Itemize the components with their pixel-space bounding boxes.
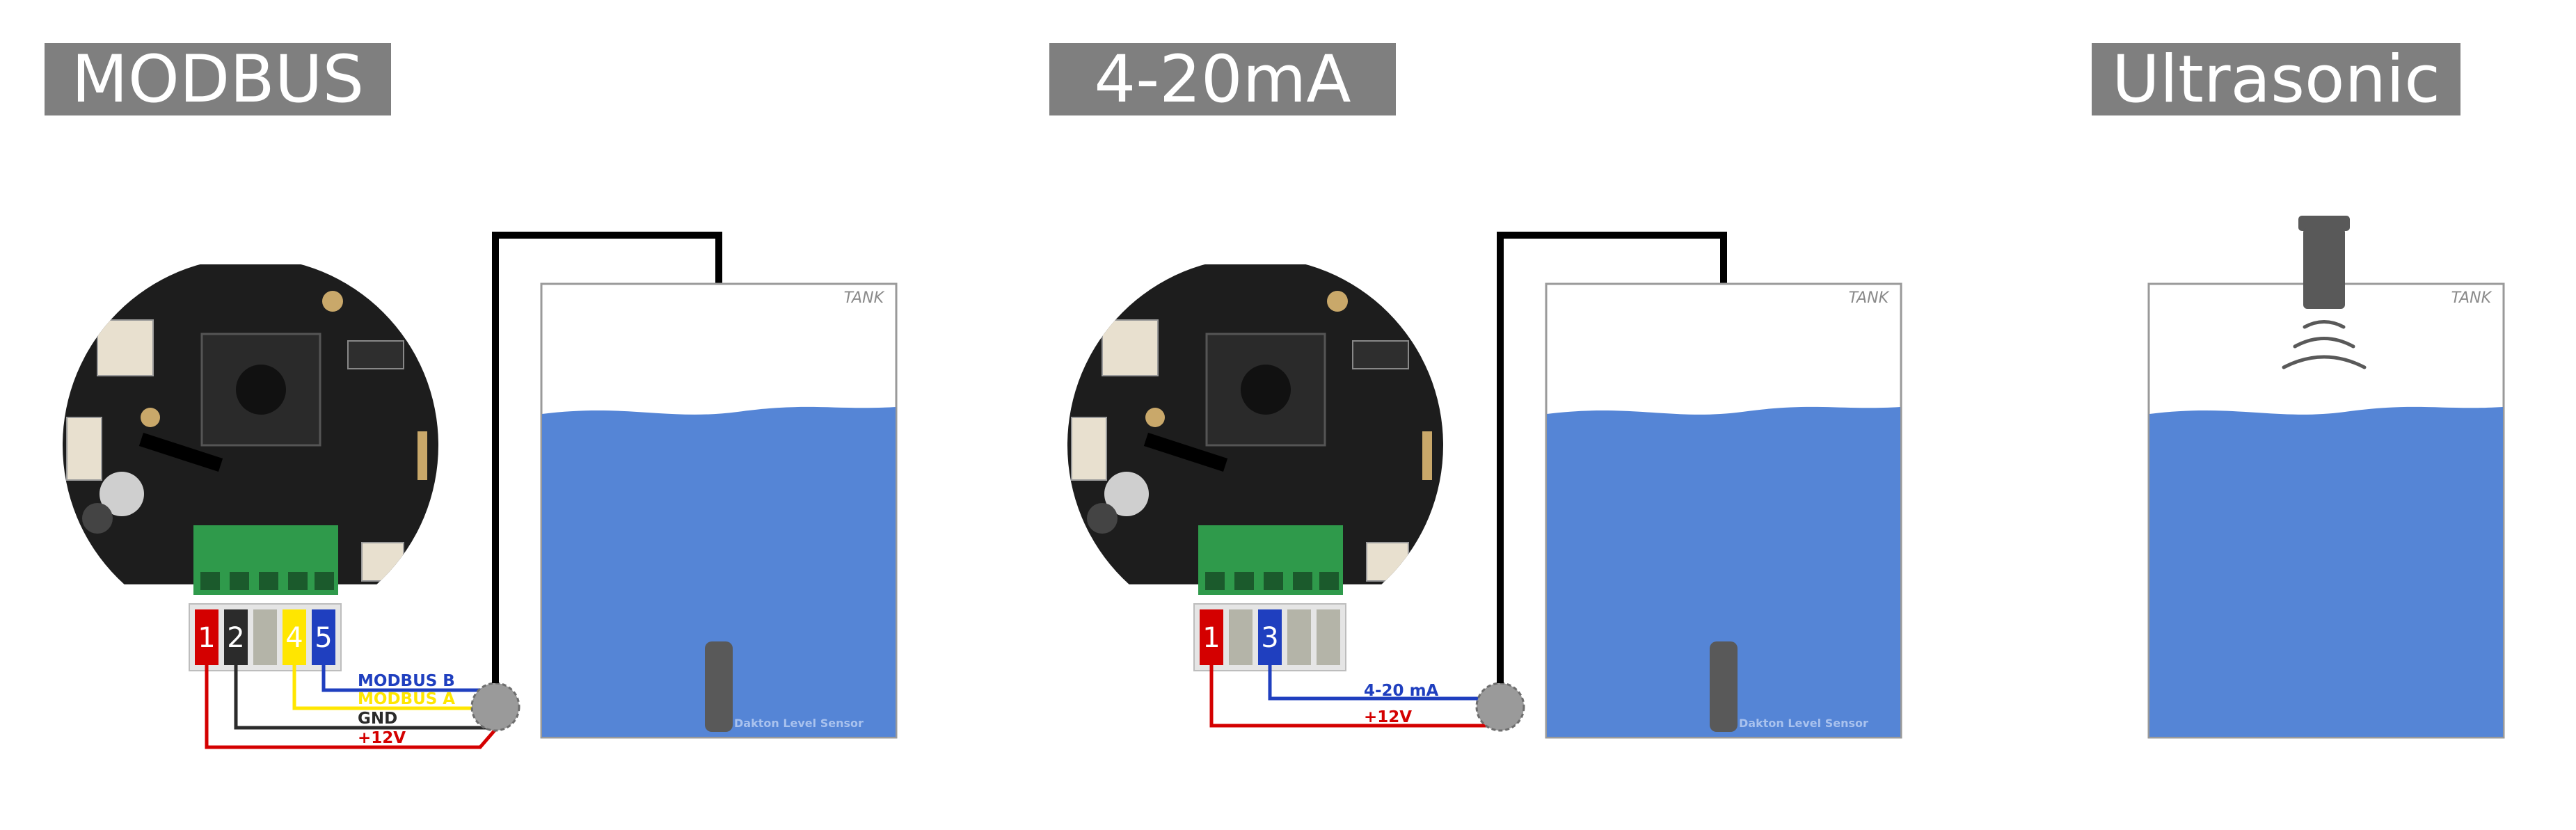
ultrasonic-waves-icon	[2282, 320, 2367, 369]
tank: TANK Dakton Level Sensor	[540, 282, 898, 739]
terminal-2	[224, 609, 248, 665]
controller-board	[1067, 264, 1443, 595]
terminal-1	[1200, 609, 1223, 665]
wire-12v	[205, 665, 508, 749]
terminal-2-label: 2	[227, 622, 244, 654]
panel-ultrasonic: TANK	[2147, 216, 2505, 739]
tank-label: TANK	[1849, 289, 1890, 307]
terminal-strip: 1 2 4 5	[189, 603, 342, 671]
terminal-4-label: 4	[285, 622, 303, 654]
sensor-label: Dakton Level Sensor	[1739, 717, 1868, 730]
terminal-3-label: 3	[1261, 622, 1278, 654]
terminal-3	[1258, 609, 1282, 665]
wire-label-modbus-b: MODBUS B	[358, 672, 455, 690]
terminal-2-blank	[1229, 609, 1253, 665]
cable-gland	[470, 682, 520, 732]
water	[542, 406, 896, 737]
wire-label-gnd: GND	[358, 710, 397, 728]
wires-4-20ma	[1209, 665, 1496, 728]
tank-label: TANK	[844, 289, 885, 307]
wires-modbus	[205, 665, 508, 749]
title-4-20ma: 4-20mA	[1049, 42, 1396, 118]
tank: TANK	[2147, 282, 2505, 739]
terminal-5	[312, 609, 335, 665]
terminal-1	[195, 609, 218, 665]
terminal-5-blank	[1317, 609, 1340, 665]
terminal-5-label: 5	[315, 622, 332, 654]
water	[2149, 406, 2503, 737]
wire-label-12v: +12V	[358, 729, 406, 747]
title-ultrasonic: Ultrasonic	[2092, 42, 2460, 118]
water	[1547, 406, 1900, 737]
ultrasonic-sensor	[2298, 216, 2350, 309]
terminal-4	[283, 609, 306, 665]
title-modbus: MODBUS	[45, 42, 391, 118]
wire-4-20ma	[1268, 665, 1479, 701]
terminal-1-label: 1	[198, 622, 215, 654]
wire-modbus-a	[292, 665, 487, 710]
level-sensor-probe	[1710, 641, 1738, 732]
panel-modbus: 1 2 4 5 MODBUS B MODBUS A GND +12V TANK …	[63, 232, 898, 749]
wire-label-12v: +12V	[1364, 708, 1412, 726]
panel-4-20ma: 1 3 4-20 mA +12V TANK Dakton Level Senso…	[1067, 232, 1902, 739]
tank-label: TANK	[2451, 289, 2492, 307]
controller-board	[63, 264, 438, 595]
cable-gland	[1475, 682, 1525, 732]
terminal-4-blank	[1287, 609, 1311, 665]
terminal-3-blank	[253, 609, 277, 665]
wire-gnd	[234, 665, 487, 730]
level-sensor-probe	[705, 641, 733, 732]
terminal-strip: 1 3	[1193, 603, 1346, 671]
terminal-1-label: 1	[1202, 622, 1220, 654]
wire-modbus-b	[321, 665, 487, 692]
wire-label-modbus-a: MODBUS A	[358, 690, 455, 708]
sensor-label: Dakton Level Sensor	[734, 717, 864, 730]
wire-label-4-20ma: 4-20 mA	[1364, 682, 1439, 700]
wire-12v	[1209, 665, 1496, 728]
